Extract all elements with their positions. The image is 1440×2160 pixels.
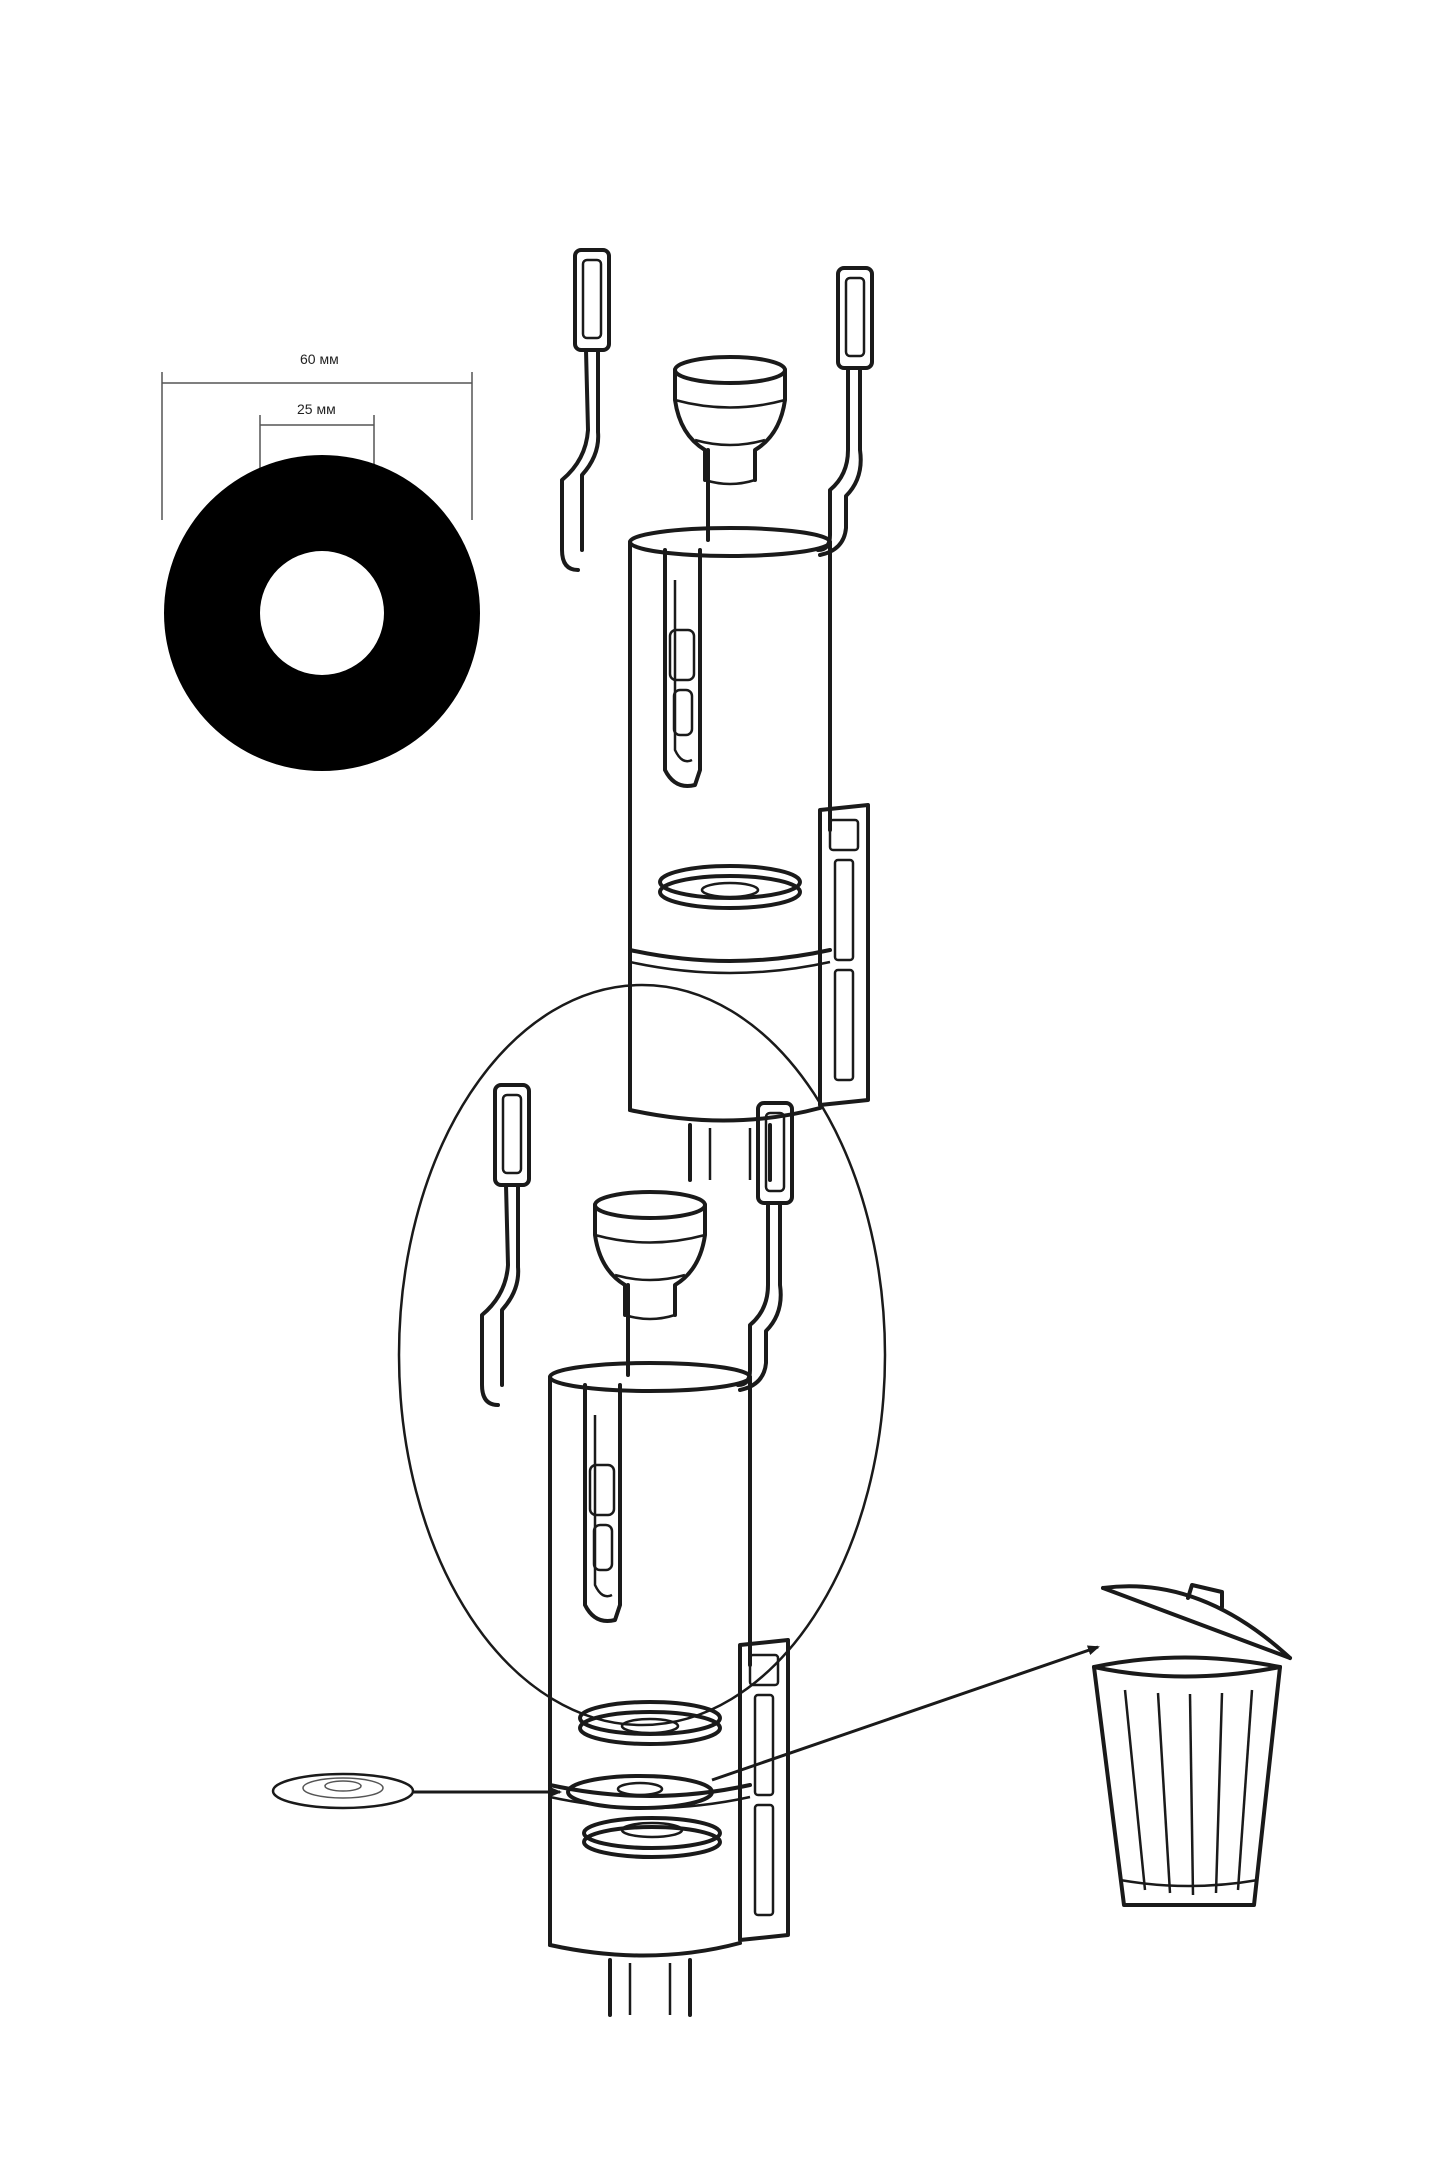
- valve-bottom-flange: [578, 1700, 722, 1746]
- valve-seat: [582, 1816, 722, 1859]
- arrow-discard: [711, 1645, 1100, 1782]
- inner-diameter-label: 25 мм: [297, 401, 336, 417]
- new-washer: [271, 1772, 415, 1810]
- old-washer: [566, 1774, 714, 1810]
- highlight-ellipse: [397, 983, 887, 1727]
- trash-can-icon: [1092, 1583, 1292, 1907]
- outer-diameter-label: 60 мм: [300, 351, 339, 367]
- flush-valve-bottom: [480, 1083, 794, 2017]
- valve-top-flange: [658, 864, 802, 910]
- rubber-washer: [164, 455, 480, 771]
- flush-valve-top: [560, 248, 874, 1182]
